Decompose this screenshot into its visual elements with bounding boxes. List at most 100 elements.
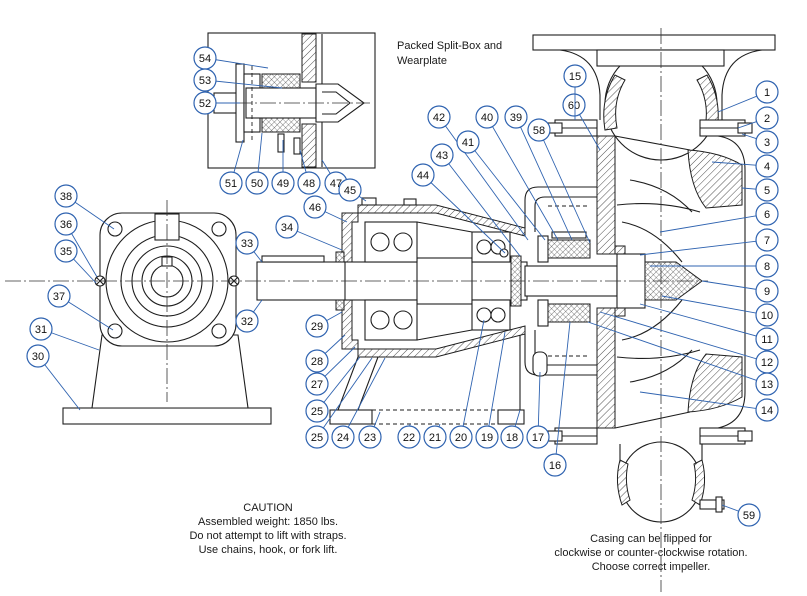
callout-balloon bbox=[331, 425, 355, 449]
pedestal bbox=[91, 334, 249, 409]
callout-balloon bbox=[305, 372, 329, 396]
callout-balloon bbox=[275, 215, 299, 239]
callout-balloon bbox=[54, 184, 78, 208]
casing-bolt-nut bbox=[737, 430, 753, 442]
adapter-top-outer bbox=[524, 186, 597, 228]
callout-number: 40 bbox=[481, 112, 493, 124]
casing-outer-profile bbox=[717, 135, 746, 429]
callout-balloon bbox=[26, 344, 50, 368]
bearing-ball bbox=[370, 310, 390, 330]
callout-number: 24 bbox=[337, 432, 349, 444]
adapter-hidden bbox=[548, 205, 590, 357]
callout-balloon bbox=[29, 317, 53, 341]
callout-balloon bbox=[755, 130, 779, 154]
leader-line bbox=[204, 79, 283, 89]
callout-balloon bbox=[737, 503, 761, 527]
callout-7: 7 bbox=[639, 228, 779, 256]
suction-neck bbox=[619, 444, 703, 462]
caution-note: CAUTION Assembled weight: 1850 lbs. Do n… bbox=[189, 502, 346, 556]
callout-balloon bbox=[305, 399, 329, 423]
inset-casing-wall-top bbox=[301, 33, 317, 83]
leader-line bbox=[460, 319, 485, 438]
callout-number: 28 bbox=[311, 356, 323, 368]
callout-number: 60 bbox=[568, 100, 580, 112]
callout-balloon bbox=[397, 425, 421, 449]
callout-balloon bbox=[54, 239, 78, 263]
callout-balloon bbox=[338, 178, 362, 202]
discharge-neck-right bbox=[721, 49, 763, 120]
leader-line bbox=[599, 311, 768, 363]
callout-number: 6 bbox=[764, 209, 770, 221]
casing-note-line: clockwise or counter-clockwise rotation. bbox=[554, 547, 747, 559]
leader-line bbox=[441, 154, 521, 257]
callout-number: 5 bbox=[764, 185, 770, 197]
bearing-ball bbox=[393, 232, 413, 252]
callout-balloon bbox=[427, 105, 451, 129]
callout-28: 28 bbox=[305, 334, 346, 373]
callout-number: 12 bbox=[761, 357, 773, 369]
callout-balloon bbox=[245, 171, 269, 195]
thrust-bearing-top bbox=[364, 221, 418, 263]
callout-balloon bbox=[235, 309, 259, 333]
callout-32: 32 bbox=[235, 299, 263, 333]
bolt-hole bbox=[211, 221, 227, 237]
bolt-hole bbox=[107, 221, 123, 237]
callout-number: 3 bbox=[764, 137, 770, 149]
callout-number: 20 bbox=[455, 432, 467, 444]
callout-balloon bbox=[305, 425, 329, 449]
callout-balloon bbox=[755, 279, 779, 303]
callout-53: 53 bbox=[193, 68, 283, 92]
caution-title: CAUTION bbox=[243, 502, 293, 514]
callout-1: 1 bbox=[717, 80, 779, 113]
callout-balloon bbox=[755, 372, 779, 396]
callout-number: 46 bbox=[309, 202, 321, 214]
callout-19: 19 bbox=[475, 331, 506, 449]
callout-37: 37 bbox=[47, 284, 114, 331]
callout-number: 21 bbox=[429, 432, 441, 444]
callout-balloon bbox=[430, 143, 454, 167]
impeller-vane bbox=[629, 349, 693, 383]
callout-number: 38 bbox=[60, 191, 72, 203]
callout-14: 14 bbox=[639, 391, 779, 422]
callout-6: 6 bbox=[659, 202, 779, 233]
leader-line bbox=[438, 116, 529, 241]
callout-number: 43 bbox=[436, 150, 448, 162]
callout-43: 43 bbox=[430, 143, 521, 257]
callout-22: 22 bbox=[397, 423, 421, 449]
breather bbox=[403, 198, 417, 206]
callout-balloon bbox=[755, 228, 779, 252]
inset-stud bbox=[277, 133, 285, 153]
callout-2: 2 bbox=[737, 106, 779, 130]
leader-line bbox=[486, 331, 506, 438]
callout-36: 36 bbox=[54, 212, 98, 278]
callout-number: 18 bbox=[506, 432, 518, 444]
callout-balloon bbox=[271, 171, 295, 195]
oil-seal-bottom bbox=[335, 299, 345, 311]
casing-inner-profile bbox=[614, 135, 691, 429]
callout-5: 5 bbox=[741, 178, 779, 202]
inset-nut-detail bbox=[322, 91, 351, 115]
leader-line bbox=[659, 213, 768, 233]
callout-21: 21 bbox=[423, 423, 447, 449]
inset-packing-top bbox=[261, 73, 301, 89]
packing-top bbox=[547, 239, 591, 259]
callout-11: 11 bbox=[639, 303, 779, 351]
leader-line bbox=[515, 116, 573, 241]
leader-line bbox=[467, 141, 546, 241]
bearing-ball bbox=[370, 232, 390, 252]
callout-balloon bbox=[475, 105, 499, 129]
gland-bottom bbox=[537, 299, 549, 327]
callout-number: 52 bbox=[199, 98, 211, 110]
frame-foot-left bbox=[329, 409, 373, 425]
callout-balloon bbox=[305, 314, 329, 338]
base-plate bbox=[62, 407, 272, 425]
leader-line bbox=[639, 303, 768, 340]
callout-number: 16 bbox=[549, 460, 561, 472]
callout-3: 3 bbox=[741, 130, 779, 154]
callout-number: 44 bbox=[417, 170, 429, 182]
discharge-flange bbox=[532, 34, 776, 51]
callout-number: 39 bbox=[510, 112, 522, 124]
callout-number: 27 bbox=[311, 379, 323, 391]
callout-29: 29 bbox=[305, 311, 343, 338]
